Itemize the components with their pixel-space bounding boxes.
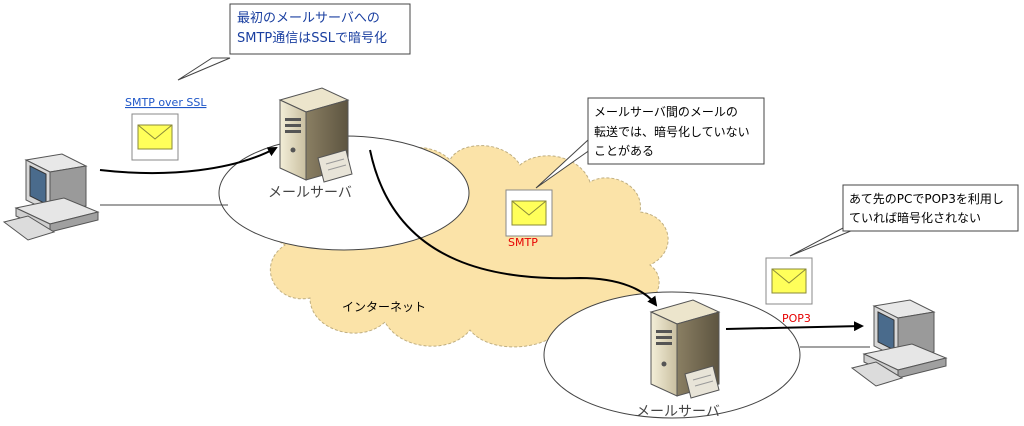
ssl-callout-line2: SMTP通信はSSLで暗号化 <box>237 31 387 46</box>
pop3-callout-line1: あて先のPCでPOP3を利用し <box>849 192 1004 206</box>
ssl-callout: 最初のメールサーバへの SMTP通信はSSLで暗号化 <box>177 3 411 81</box>
envelope-icon <box>765 257 813 305</box>
ssl-callout-line1: 最初のメールサーバへの <box>237 11 380 26</box>
sender-pc-icon <box>2 153 100 241</box>
relay-callout-line1: メールサーバ間のメールの <box>594 105 738 119</box>
smtp-label: SMTP <box>508 236 538 249</box>
server1-label: メールサーバ <box>268 185 352 201</box>
pop3-callout: あて先のPCでPOP3を利用し ていれば暗号化されない <box>789 184 1019 257</box>
envelope-icon <box>505 189 553 237</box>
ssl-arrow <box>99 147 278 174</box>
server-icon <box>649 299 721 399</box>
relay-callout-line2: 転送では、暗号化していない <box>594 124 750 139</box>
relay-callout-line3: ことがある <box>594 143 654 158</box>
relay-callout: メールサーバ間のメールの 転送では、暗号化していない ことがある <box>535 97 765 189</box>
envelope-icon <box>131 113 179 161</box>
pop3-callout-line2: ていれば暗号化されない <box>849 210 981 225</box>
internet-label: インターネット <box>342 300 426 314</box>
pop3-label: POP3 <box>782 312 811 325</box>
server-icon <box>278 87 353 183</box>
smtp-over-ssl-label: SMTP over SSL <box>125 96 207 109</box>
pop3-arrow <box>725 321 864 332</box>
relay-arrow <box>369 149 658 307</box>
receiver-pc-icon <box>850 299 948 387</box>
server2-label: メールサーバ <box>636 404 720 420</box>
